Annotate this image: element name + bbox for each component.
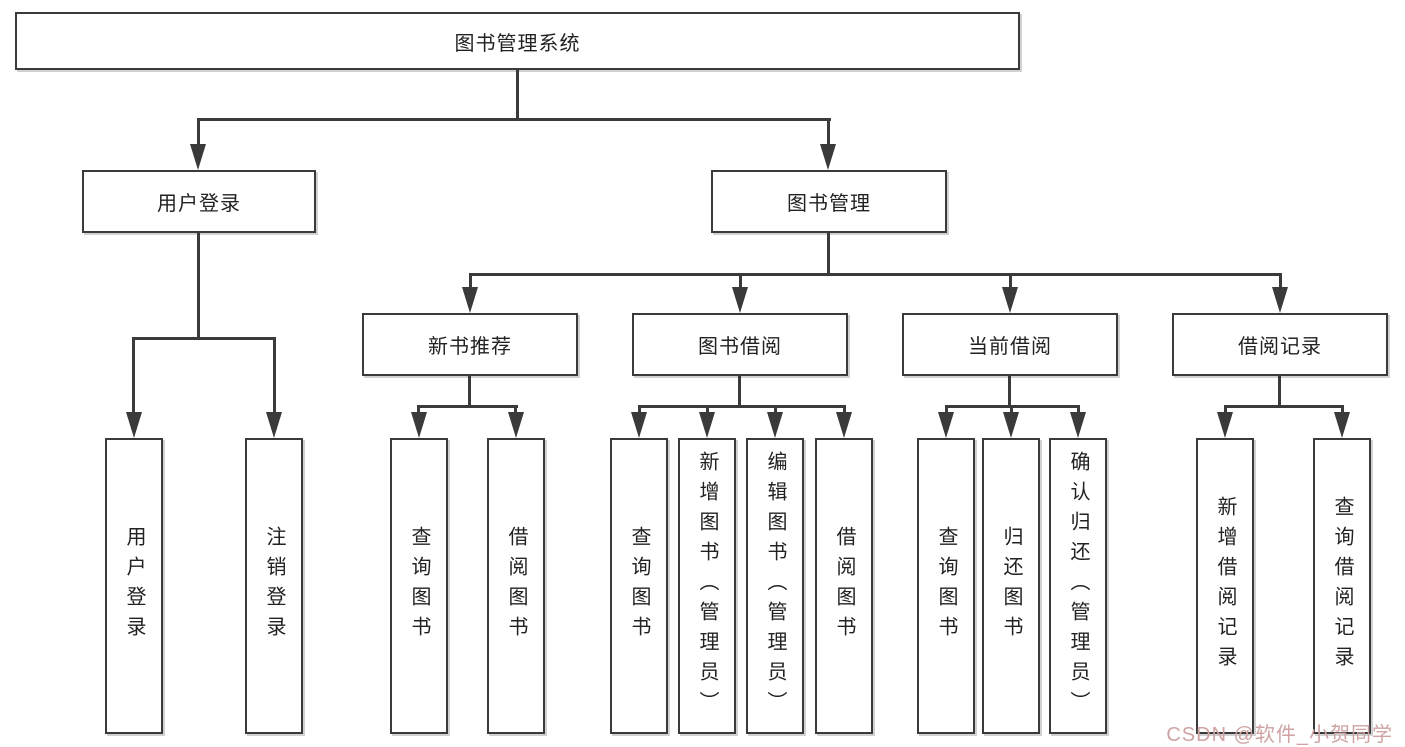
leaf-query-book-borrowing: 查询图书 <box>610 438 668 734</box>
arrow-down-icon <box>411 412 427 438</box>
leaf-label: 新增借阅记录 <box>1214 496 1236 676</box>
leaf-edit-book-admin: 编辑图书（管理员） <box>746 438 804 734</box>
leaf-label: 编辑图书（管理员） <box>764 451 786 721</box>
leaf-logout: 注销登录 <box>245 438 303 734</box>
connector-line <box>1279 273 1282 291</box>
leaf-label: 新增图书（管理员） <box>696 451 718 721</box>
leaf-label: 借阅图书 <box>833 526 855 646</box>
connector-line <box>514 405 517 416</box>
leaf-label: 用户登录 <box>123 526 145 646</box>
connector-line <box>774 405 777 416</box>
arrow-down-icon <box>1070 412 1086 438</box>
connector-line <box>1008 376 1011 408</box>
connector-line <box>638 405 846 408</box>
leaf-label: 查询图书 <box>628 526 650 646</box>
node-current-borrowing: 当前借阅 <box>902 313 1118 376</box>
arrow-down-icon <box>266 412 282 438</box>
leaf-label: 归还图书 <box>1000 526 1022 646</box>
leaf-label: 注销登录 <box>263 526 285 646</box>
connector-line <box>843 405 846 416</box>
leaf-label: 查询图书 <box>408 526 430 646</box>
arrow-down-icon <box>938 412 954 438</box>
leaf-user-login: 用户登录 <box>105 438 163 734</box>
leaf-confirm-return-admin: 确认归还（管理员） <box>1049 438 1107 734</box>
connector-line <box>1224 405 1227 416</box>
leaf-query-book-current: 查询图书 <box>917 438 975 734</box>
connector-line <box>417 405 518 408</box>
connector-line <box>1010 405 1013 416</box>
leaf-label: 查询图书 <box>935 526 957 646</box>
node-borrowing-records: 借阅记录 <box>1172 313 1388 376</box>
node-book-borrowing: 图书借阅 <box>632 313 848 376</box>
connector-line <box>469 273 1282 276</box>
node-library-system: 图书管理系统 <box>15 12 1020 70</box>
leaf-add-book-admin: 新增图书（管理员） <box>678 438 736 734</box>
node-book-management: 图书管理 <box>711 170 947 233</box>
connector-line <box>132 337 276 340</box>
arrow-down-icon <box>767 412 783 438</box>
arrow-down-icon <box>508 412 524 438</box>
connector-line <box>1224 405 1344 408</box>
connector-line <box>197 118 831 121</box>
csdn-watermark: CSDN @软件_小贺同学 <box>1166 724 1393 746</box>
leaf-add-borrow-record: 新增借阅记录 <box>1196 438 1254 734</box>
arrow-down-icon <box>1002 287 1018 313</box>
connector-line <box>469 273 472 291</box>
arrow-down-icon <box>1272 287 1288 313</box>
leaf-borrow-book: 借阅图书 <box>815 438 873 734</box>
leaf-query-borrow-record: 查询借阅记录 <box>1313 438 1371 734</box>
connector-line <box>638 405 641 416</box>
arrow-down-icon <box>190 144 206 170</box>
arrow-down-icon <box>1217 412 1233 438</box>
connector-line <box>1341 405 1344 416</box>
connector-line <box>197 118 200 146</box>
arrow-down-icon <box>462 287 478 313</box>
connector-line <box>197 233 200 337</box>
leaf-label: 查询借阅记录 <box>1331 496 1353 676</box>
arrow-down-icon <box>836 412 852 438</box>
arrow-down-icon <box>820 144 836 170</box>
arrow-down-icon <box>699 412 715 438</box>
arrow-down-icon <box>732 287 748 313</box>
leaf-borrow-book-recommend: 借阅图书 <box>487 438 545 734</box>
node-new-book-recommendation: 新书推荐 <box>362 313 578 376</box>
connector-line <box>739 273 742 291</box>
connector-line <box>1278 376 1281 408</box>
arrow-down-icon <box>1003 412 1019 438</box>
connector-line <box>827 233 830 273</box>
leaf-query-book-recommend: 查询图书 <box>390 438 448 734</box>
arrow-down-icon <box>631 412 647 438</box>
node-user-login: 用户登录 <box>82 170 316 233</box>
arrow-down-icon <box>126 412 142 438</box>
connector-line <box>827 118 830 146</box>
connector-line <box>516 70 519 118</box>
connector-line <box>468 376 471 408</box>
connector-line <box>738 376 741 408</box>
connector-line <box>417 405 420 416</box>
connector-line <box>273 337 276 414</box>
arrow-down-icon <box>1334 412 1350 438</box>
leaf-label: 确认归还（管理员） <box>1067 451 1089 721</box>
connector-line <box>945 405 948 416</box>
leaf-return-book: 归还图书 <box>982 438 1040 734</box>
connector-line <box>706 405 709 416</box>
connector-line <box>132 337 135 414</box>
connector-line <box>1009 273 1012 291</box>
leaf-label: 借阅图书 <box>505 526 527 646</box>
connector-line <box>1077 405 1080 416</box>
